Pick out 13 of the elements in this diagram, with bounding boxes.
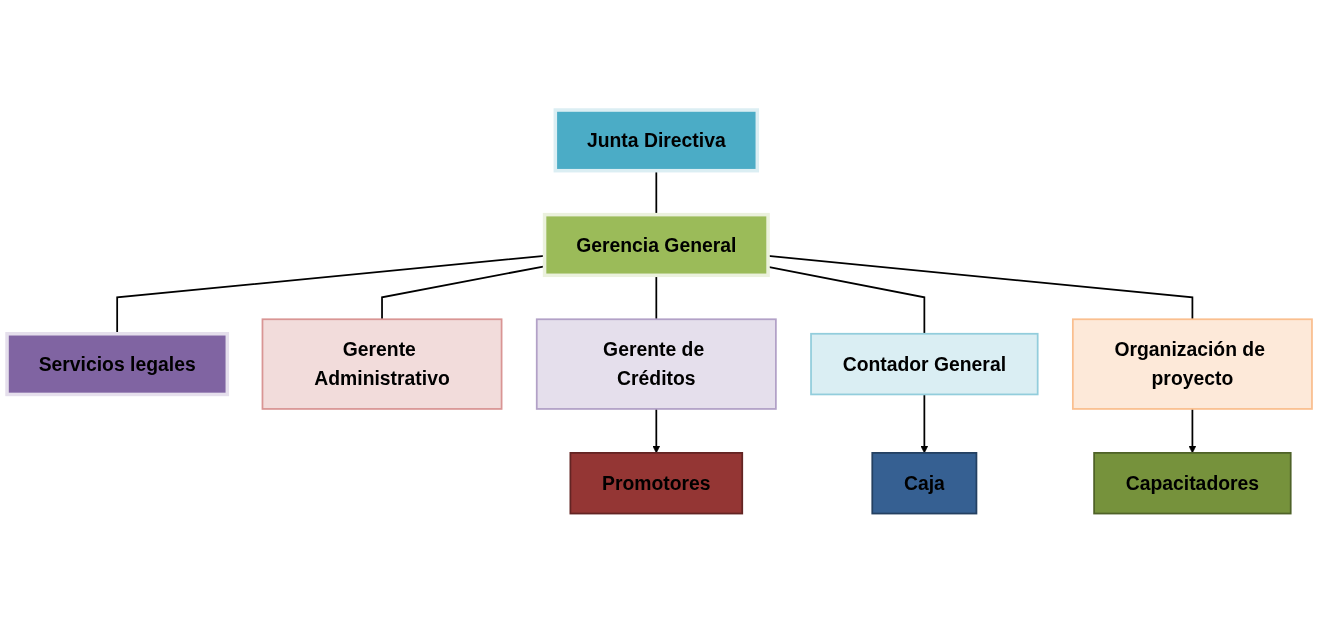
node-box: Servicios legales: [5, 331, 230, 396]
arrow: [920, 393, 929, 453]
arrow: [1188, 407, 1197, 453]
arrow: [652, 407, 661, 453]
node-box: Promotores: [569, 451, 744, 515]
node-box: Capacitadores: [1093, 451, 1292, 515]
node-box: Gerencia General: [542, 212, 770, 277]
node-box: Contador General: [810, 332, 1039, 395]
node-box: Junta Directiva: [553, 107, 760, 173]
node-box: Gerente de Créditos: [535, 318, 777, 410]
node-box: Organización de proyecto: [1071, 318, 1313, 410]
node-box: Caja: [871, 451, 978, 515]
node-box: Gerente Administrativo: [261, 318, 503, 410]
